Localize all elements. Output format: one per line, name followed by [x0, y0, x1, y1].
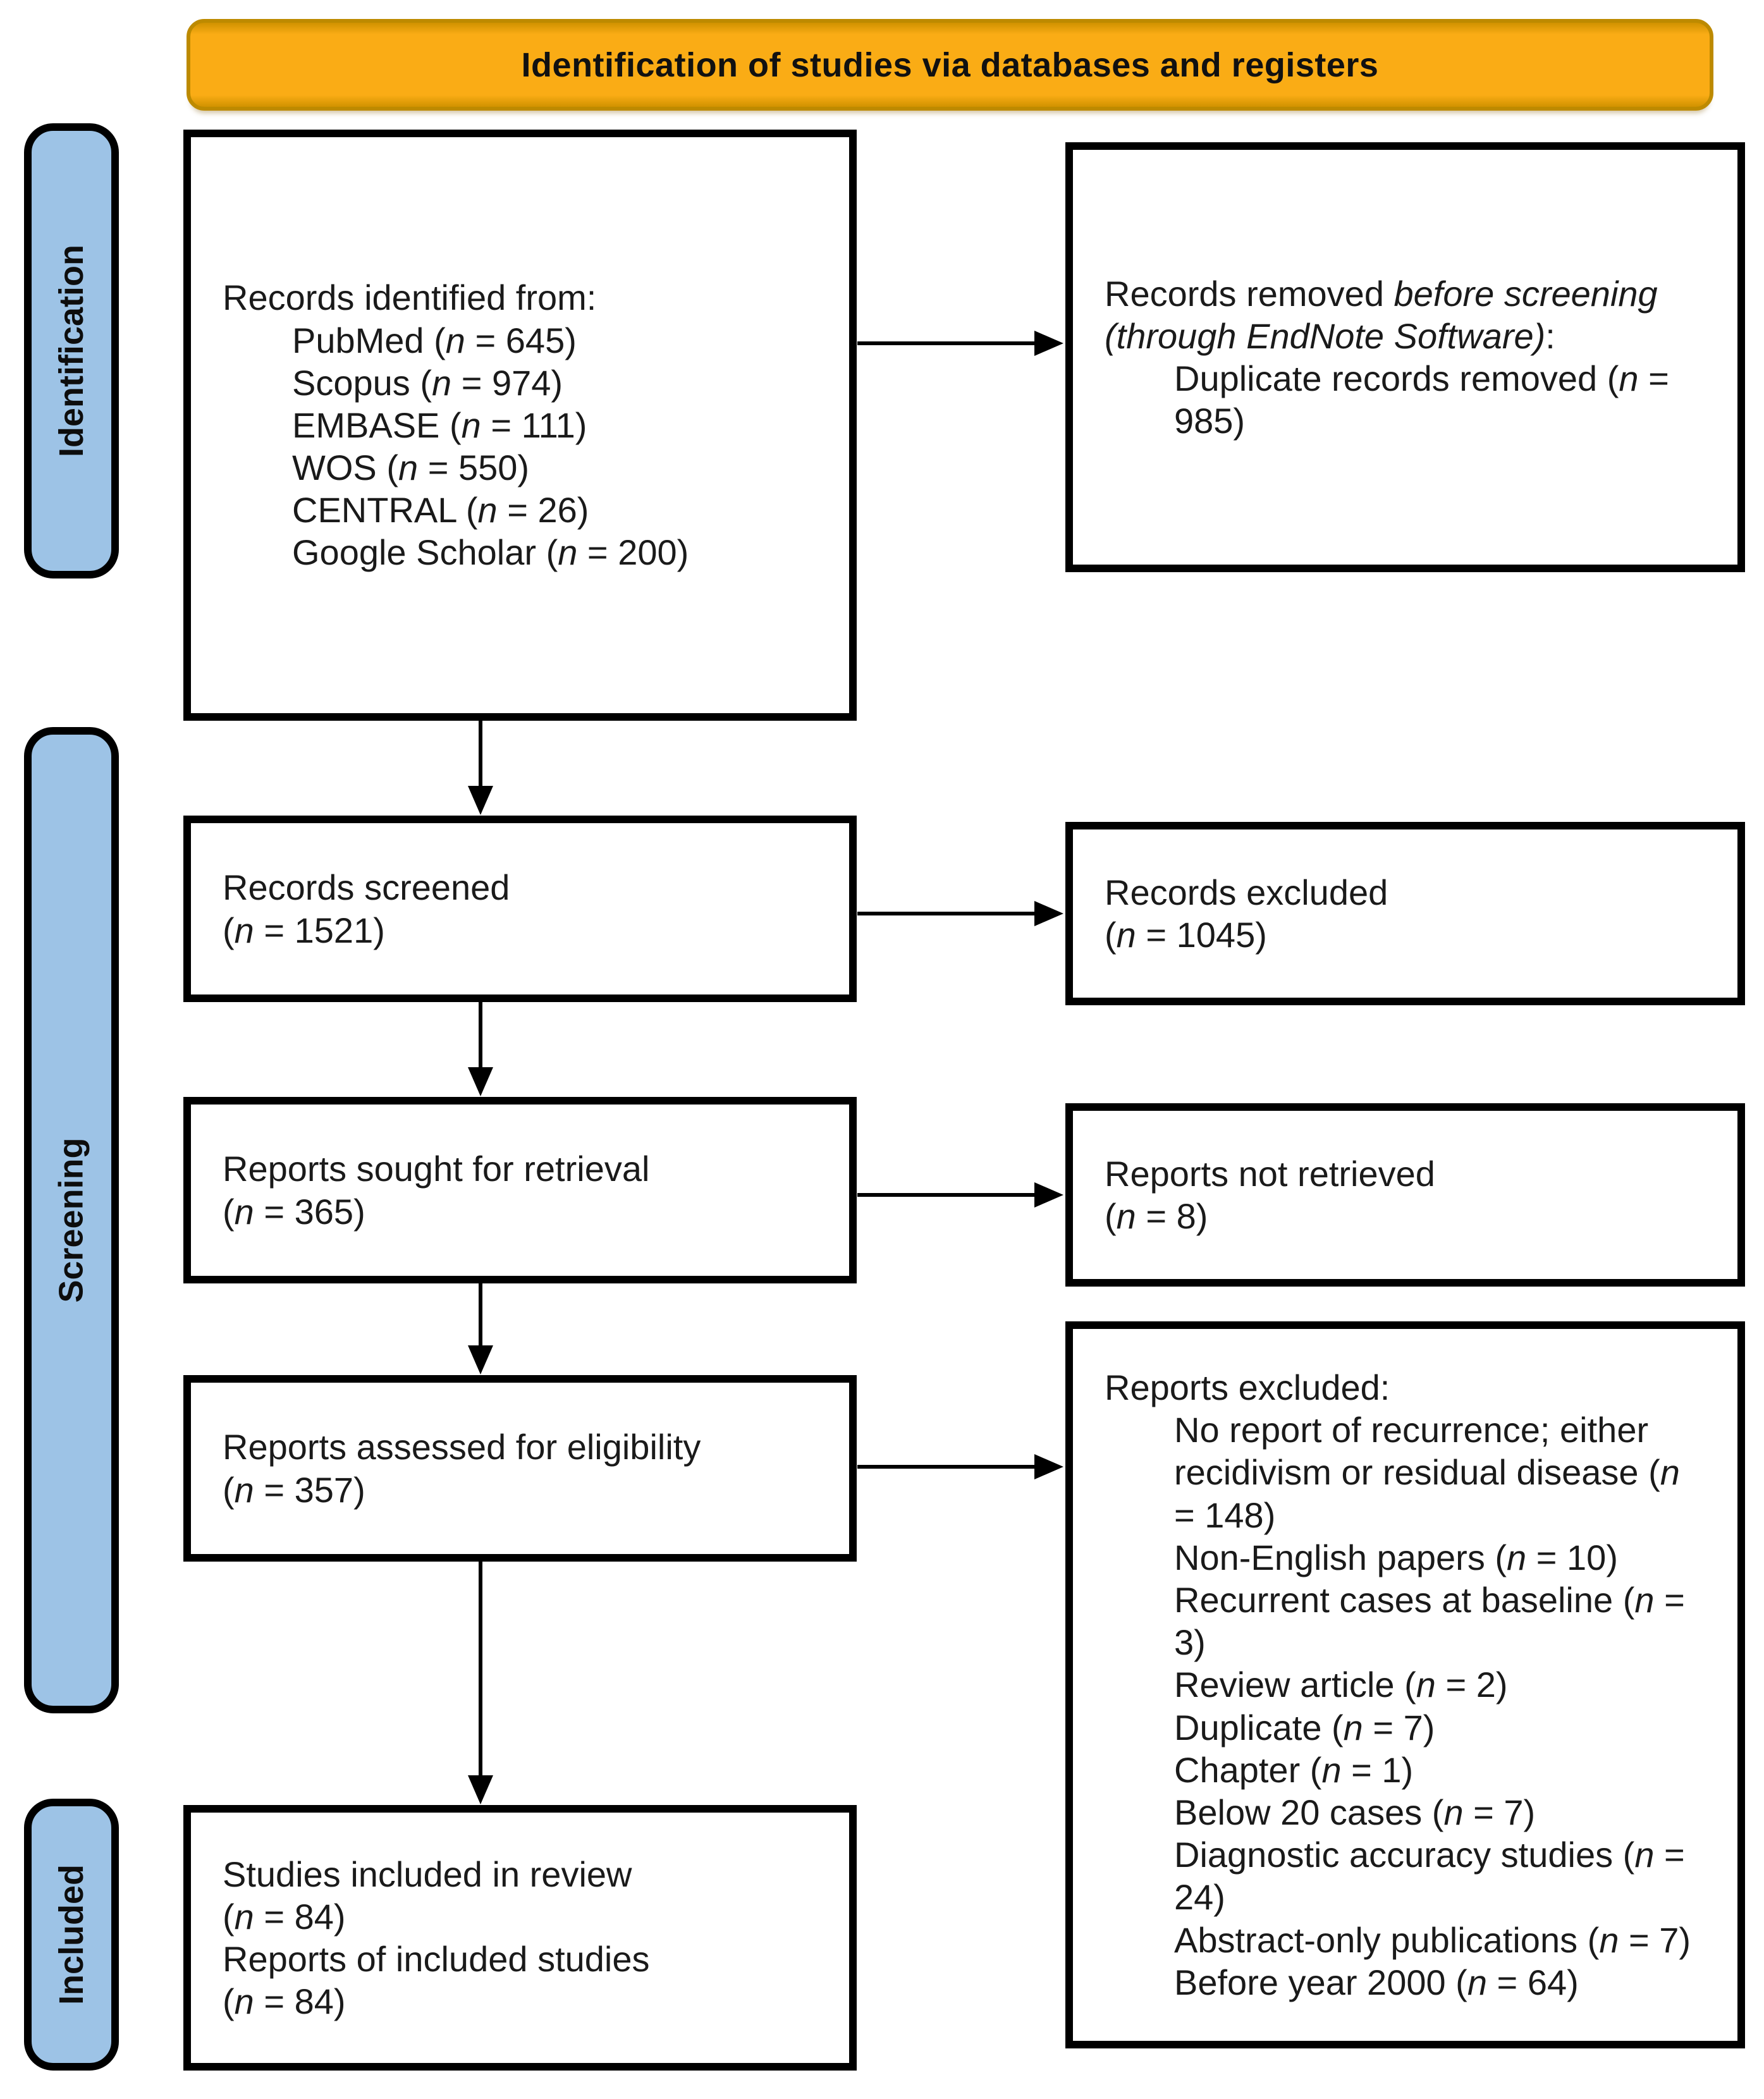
box-text: Records excluded(n = 1045) — [1105, 871, 1706, 956]
box-records-excluded: Records excluded(n = 1045) — [1065, 822, 1745, 1005]
stage-label-identification: Identification — [24, 123, 119, 578]
text-line: Review article (n = 2) — [1174, 1665, 1508, 1705]
text-line: PubMed (n = 645) — [292, 320, 577, 360]
box-text: Records screened(n = 1521) — [223, 866, 818, 951]
arrow-down-icon — [468, 721, 493, 815]
text-line: (n = 84) — [223, 1981, 346, 2022]
box-reports-sought-for-retrieval: Reports sought for retrieval(n = 365) — [183, 1097, 857, 1283]
text-line: Records excluded — [1105, 872, 1388, 912]
text-line: (n = 1045) — [1105, 915, 1267, 955]
text-line: Reports sought for retrieval — [223, 1149, 650, 1189]
text-line: Records removed before screening (throug… — [1105, 273, 1658, 356]
stage-label-text: Screening — [52, 1137, 90, 1303]
box-text: Reports excluded:No report of recurrence… — [1105, 1366, 1706, 2004]
arrow-down-icon — [468, 1283, 493, 1374]
stage-label-text: Identification — [52, 245, 90, 457]
text-line: Duplicate records removed (n = 985) — [1174, 358, 1669, 441]
box-reports-assessed-for-eligibility: Reports assessed for eligibility(n = 357… — [183, 1375, 857, 1562]
text-line: Reports excluded: — [1105, 1368, 1390, 1408]
text-line: Non-English papers (n = 10) — [1174, 1537, 1618, 1577]
text-line: (n = 84) — [223, 1896, 346, 1937]
text-line: (n = 8) — [1105, 1196, 1208, 1236]
box-text: Reports sought for retrieval(n = 365) — [223, 1147, 818, 1232]
box-text: Reports not retrieved(n = 8) — [1105, 1153, 1706, 1237]
text-line: (n = 365) — [223, 1191, 365, 1232]
text-line: Reports assessed for eligibility — [223, 1427, 701, 1467]
banner: Identification of studies via databases … — [187, 19, 1713, 111]
text-line: Below 20 cases (n = 7) — [1174, 1792, 1536, 1832]
arrow-right-icon — [857, 1182, 1063, 1208]
stage-label-included: Included — [24, 1799, 119, 2071]
text-line: Records screened — [223, 867, 510, 908]
box-records-removed-before-screening: Records removed before screening (throug… — [1065, 142, 1745, 572]
box-records-screened: Records screened(n = 1521) — [183, 816, 857, 1002]
box-studies-included-in-review: Studies included in review(n = 84)Report… — [183, 1805, 857, 2071]
text-line: CENTRAL (n = 26) — [292, 490, 589, 530]
banner-title: Identification of studies via databases … — [521, 46, 1379, 84]
box-text: Studies included in review(n = 84)Report… — [223, 1853, 818, 2023]
text-line: Reports not retrieved — [1105, 1153, 1435, 1194]
stage-label-screening: Screening — [24, 727, 119, 1713]
arrow-down-icon — [468, 1002, 493, 1096]
text-line: Recurrent cases at baseline (n = 3) — [1174, 1580, 1685, 1663]
box-text: Records identified from:PubMed (n = 645)… — [223, 276, 818, 573]
text-line: EMBASE (n = 111) — [292, 405, 587, 445]
text-line: Before year 2000 (n = 64) — [1174, 1962, 1579, 2002]
text-line: Google Scholar (n = 200) — [292, 532, 689, 573]
box-text: Records removed before screening (throug… — [1105, 272, 1706, 443]
box-reports-excluded: Reports excluded:No report of recurrence… — [1065, 1321, 1745, 2048]
text-line: Records identified from: — [223, 278, 597, 318]
arrow-down-icon — [468, 1562, 493, 1804]
arrow-right-icon — [857, 901, 1063, 926]
arrow-right-icon — [857, 1454, 1063, 1479]
arrow-right-icon — [857, 331, 1063, 356]
text-line: WOS (n = 550) — [292, 448, 530, 488]
box-text: Reports assessed for eligibility(n = 357… — [223, 1426, 818, 1510]
box-records-identified: Records identified from:PubMed (n = 645)… — [183, 130, 857, 721]
text-line: (n = 1521) — [223, 910, 385, 950]
text-line: Studies included in review — [223, 1854, 632, 1894]
text-line: (n = 357) — [223, 1469, 365, 1510]
text-line: Reports of included studies — [223, 1939, 650, 1979]
text-line: Chapter (n = 1) — [1174, 1749, 1414, 1790]
text-line: Abstract-only publications (n = 7) — [1174, 1919, 1691, 1960]
text-line: No report of recurrence; either recidivi… — [1174, 1410, 1680, 1535]
text-line: Diagnostic accuracy studies (n = 24) — [1174, 1835, 1685, 1918]
text-line: Duplicate (n = 7) — [1174, 1707, 1435, 1747]
box-reports-not-retrieved: Reports not retrieved(n = 8) — [1065, 1103, 1745, 1287]
text-line: Scopus (n = 974) — [292, 362, 563, 403]
stage-label-text: Included — [52, 1864, 91, 2005]
